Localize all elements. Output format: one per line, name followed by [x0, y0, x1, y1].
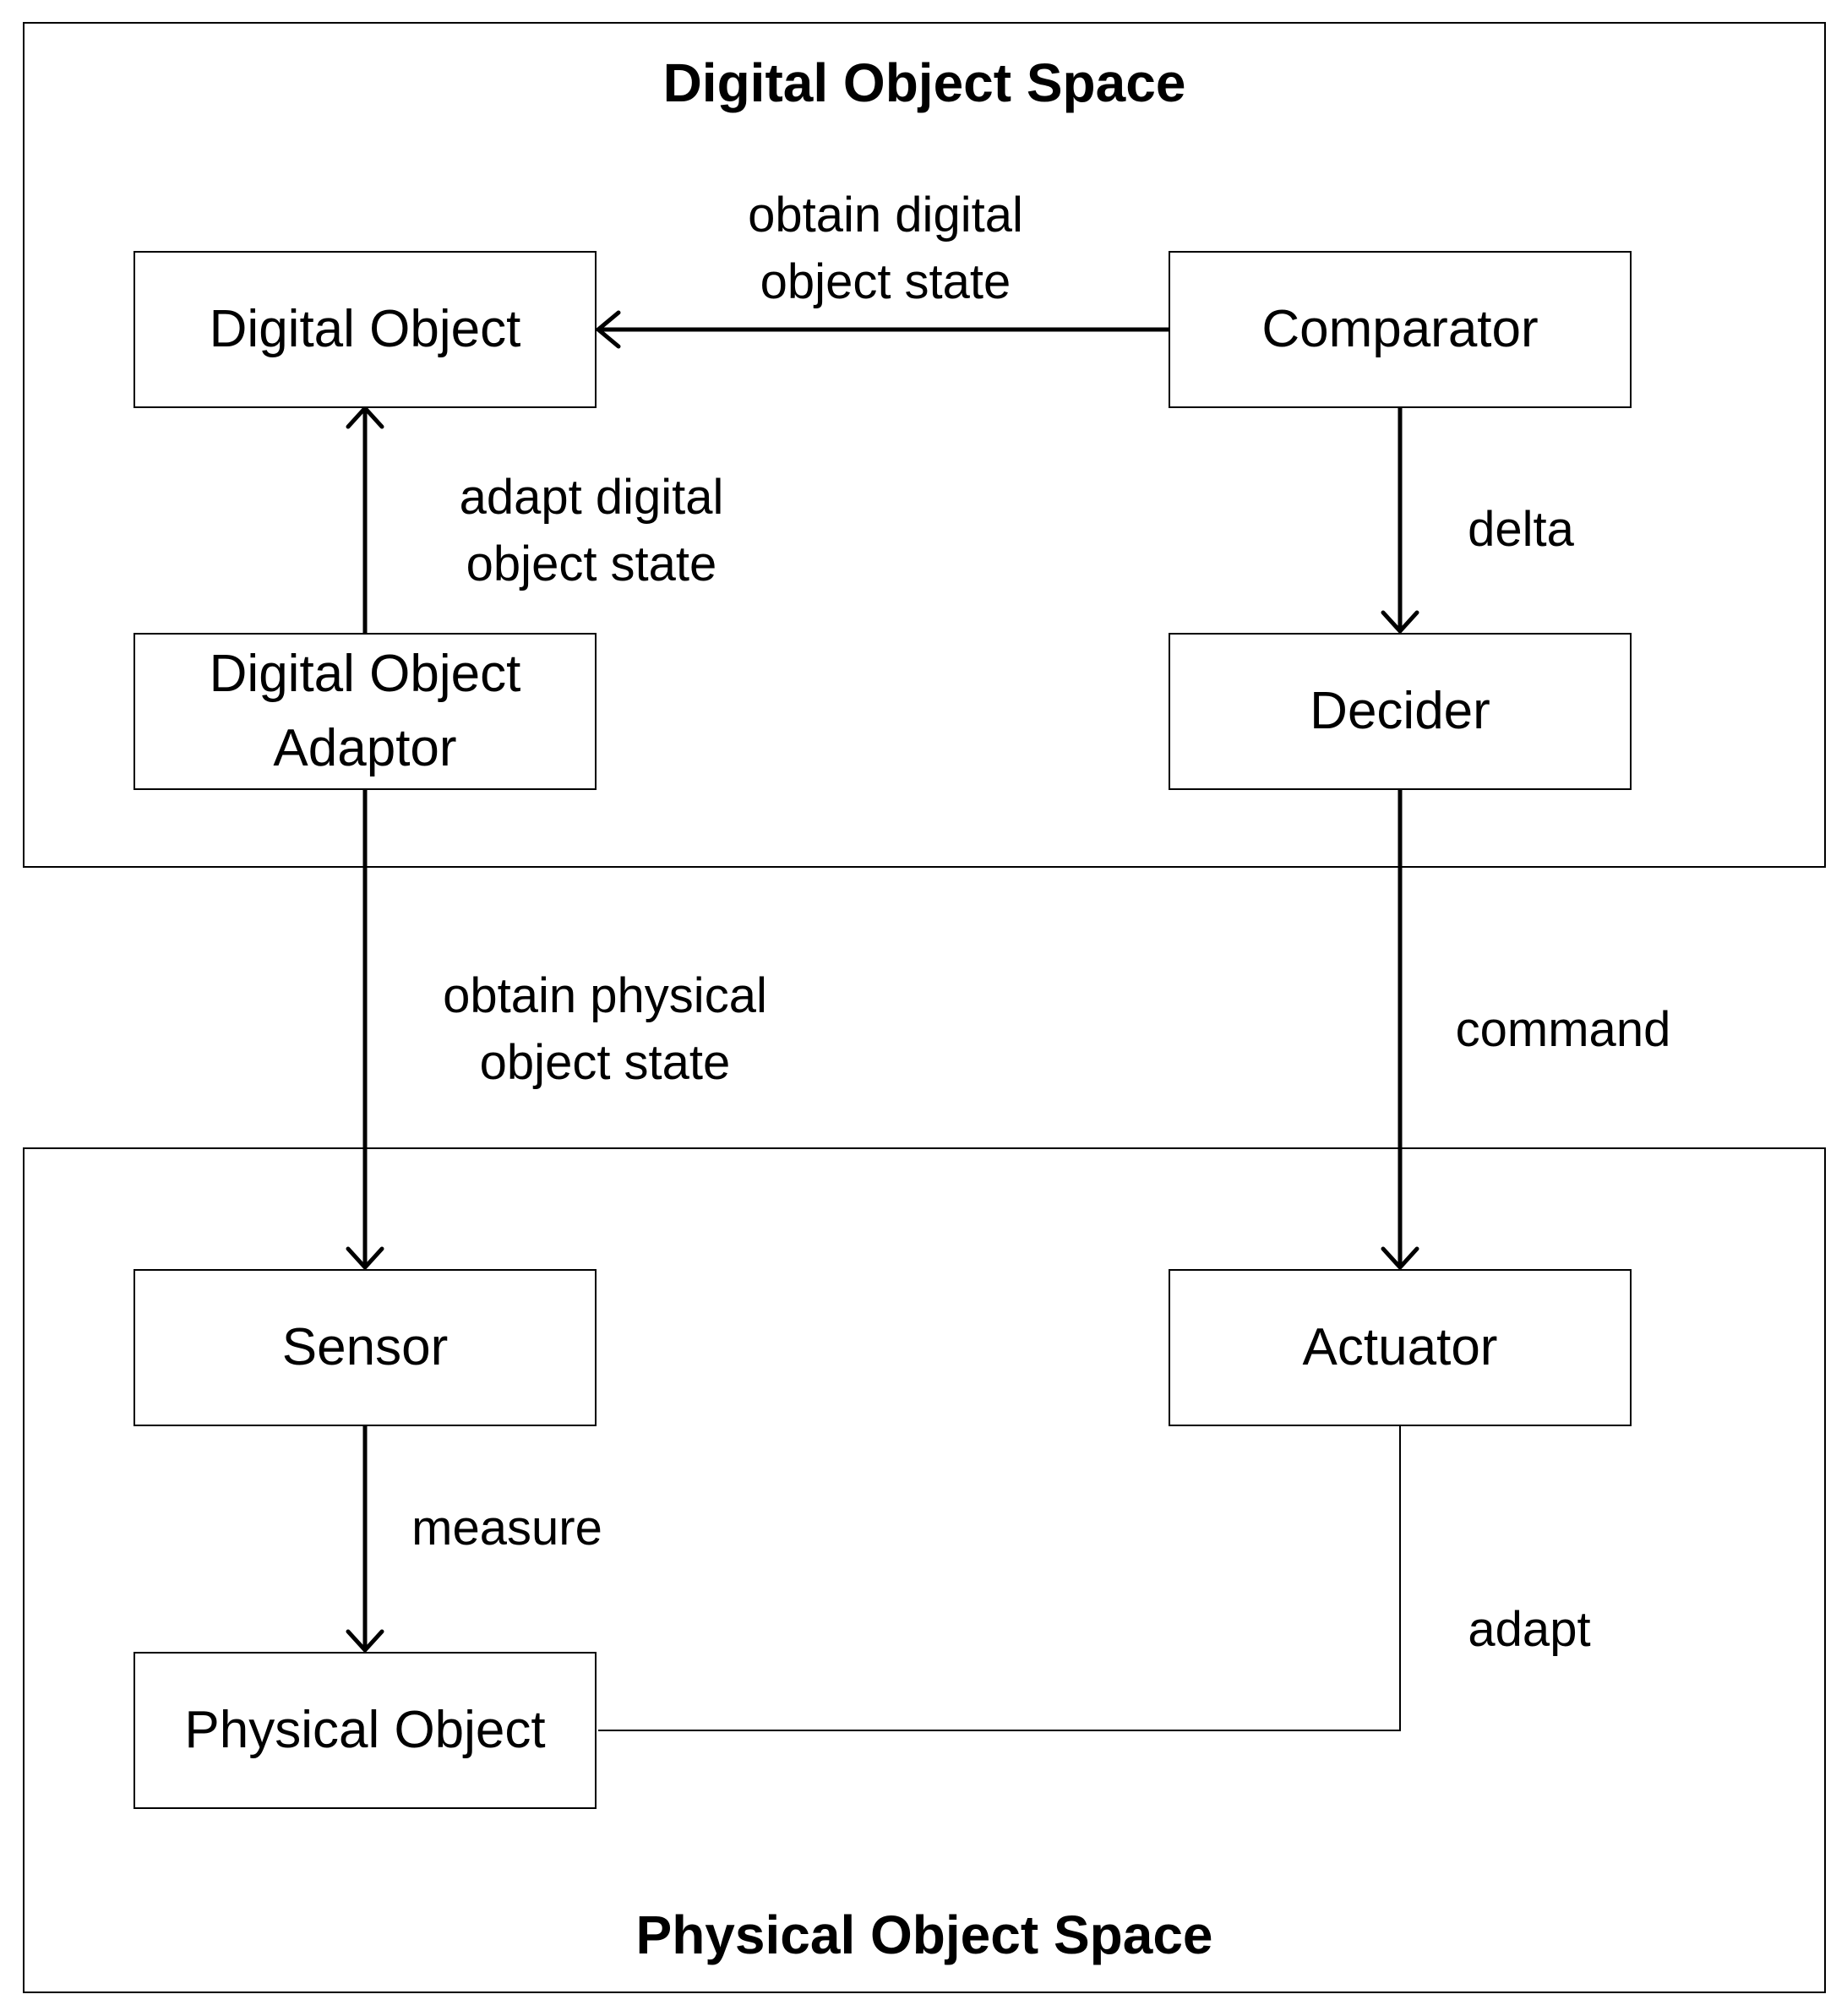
- edge-adapt-line: [598, 1426, 1401, 1731]
- comparator-label: Comparator: [1261, 299, 1539, 358]
- edge-command-arrowhead: [1381, 1246, 1419, 1270]
- actuator-label: Actuator: [1302, 1317, 1498, 1376]
- physical-object-node: Physical Object: [133, 1652, 597, 1809]
- edge-label-obtain-digital: obtain digital object state: [748, 188, 1023, 309]
- comparator-node: Comparator: [1169, 251, 1632, 408]
- digital-object-adaptor-label-line1: Digital Object: [209, 644, 521, 703]
- edge-label-adapt-digital: adapt digital object state: [459, 470, 724, 591]
- digital-object-space-region: Digital Object Space: [23, 22, 1826, 868]
- digital-object-adaptor-node: Digital Object Adaptor: [133, 633, 597, 790]
- digital-object-adaptor-label-line2: Adaptor: [273, 719, 457, 777]
- physical-object-space-region: Physical Object Space: [23, 1147, 1826, 1993]
- decider-label: Decider: [1310, 681, 1490, 740]
- edge-label-delta: delta: [1468, 502, 1574, 557]
- sensor-node: Sensor: [133, 1269, 597, 1426]
- edge-label-adapt: adapt: [1468, 1602, 1591, 1657]
- edge-obtain-digital-arrowhead: [596, 310, 621, 349]
- digital-object-node: Digital Object: [133, 251, 597, 408]
- physical-object-space-title: Physical Object Space: [635, 1904, 1213, 1965]
- edge-measure-arrowhead: [346, 1629, 384, 1653]
- edge-delta-arrowhead: [1381, 610, 1419, 634]
- digital-object-space-title: Digital Object Space: [662, 52, 1186, 113]
- edge-adapt-digital-arrowhead: [346, 406, 384, 429]
- decider-node: Decider: [1169, 633, 1632, 790]
- edge-label-obtain-physical: obtain physical object state: [443, 968, 767, 1090]
- edge-obtain-physical-arrowhead: [346, 1246, 384, 1270]
- digital-object-label: Digital Object: [209, 299, 521, 358]
- edge-label-command: command: [1455, 1002, 1671, 1057]
- edge-label-measure: measure: [411, 1501, 602, 1556]
- actuator-node: Actuator: [1169, 1269, 1632, 1426]
- sensor-label: Sensor: [281, 1317, 449, 1376]
- physical-object-label: Physical Object: [184, 1700, 546, 1759]
